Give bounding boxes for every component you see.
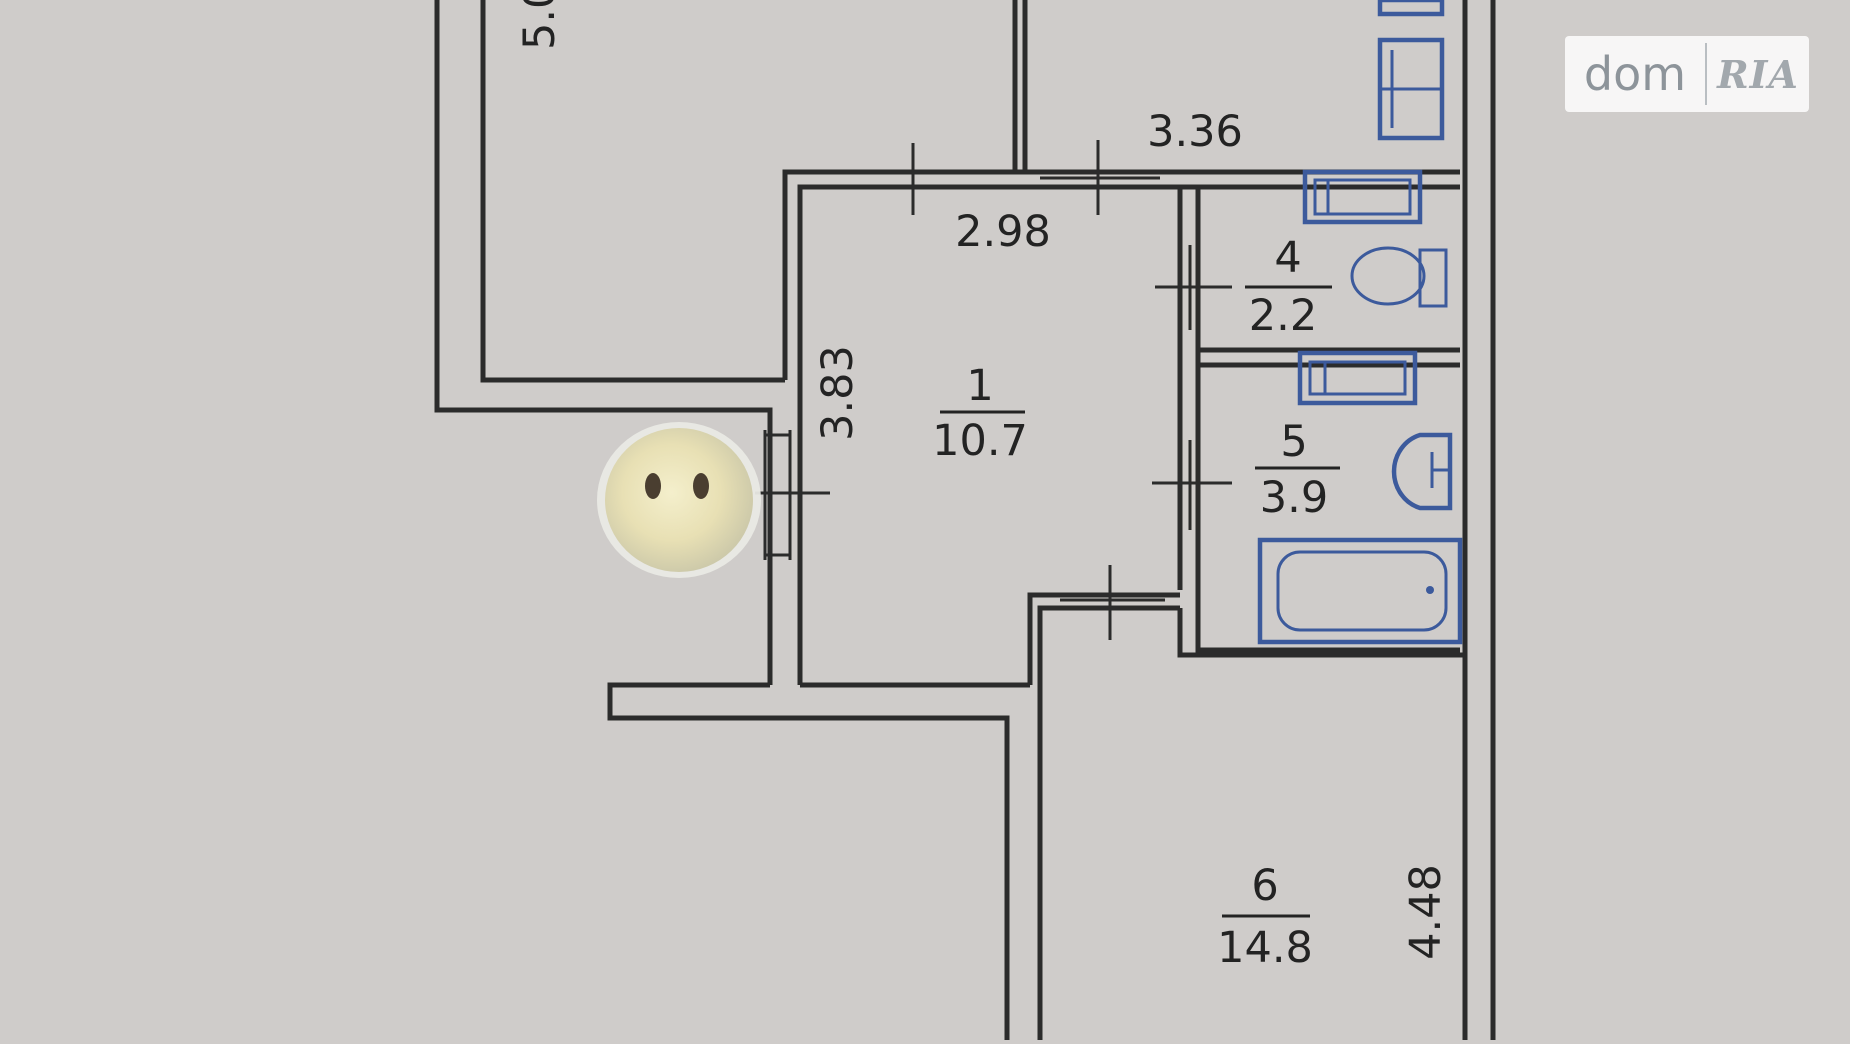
dimension-labels: 3.36 2.98 3.83 4.48 5.0 [515,0,1451,960]
room-label-6: 6 14.8 [1217,861,1313,973]
room-label-4: 4 2.2 [1245,233,1332,341]
dim-hall-width: 2.98 [955,207,1051,257]
dim-room6-length: 4.48 [1401,864,1451,960]
face-sticker-icon [597,422,761,578]
wall-hall-top-outer [782,169,1460,380]
room-area: 10.7 [932,416,1028,466]
door-marks [755,140,1232,640]
watermark-divider [1705,43,1707,105]
wall-hall-bottom [607,682,1010,1040]
wall-room6-left [1027,592,1180,685]
room-number: 5 [1280,417,1307,467]
brand-watermark: dom RIA [1565,36,1809,112]
wall-hall-top-inner [797,184,1183,685]
dim-width-top: 3.36 [1147,107,1243,157]
fixtures [1257,0,1463,645]
room-number: 4 [1274,233,1301,283]
watermark-dom-text: dom [1583,47,1687,101]
toilet-icon [1350,246,1448,308]
wall-wc-left [1195,187,1460,653]
room-label-5: 5 3.9 [1255,417,1340,523]
dim-hall-length: 3.83 [813,345,863,441]
dim-room-left-cut: 5.0 [515,0,565,50]
washbasin-icon [1391,432,1453,511]
room-area: 14.8 [1217,923,1313,973]
cabinet-icon [1377,0,1445,141]
room-number: 6 [1251,861,1278,911]
room-area: 3.9 [1260,473,1328,523]
watermark-ria-logo: RIA [1717,51,1799,97]
walls [434,0,1496,1040]
bathtub-icon [1257,537,1463,645]
room-labels: 1 10.7 4 2.2 5 3.9 6 14.8 [932,233,1340,973]
wall-room6-left-inner [1037,605,1180,1040]
wall-upper-left-room-outer [434,0,773,685]
toilet-cistern-icon [1302,169,1423,225]
room-number: 1 [966,361,993,411]
sink-cabinet-icon [1297,350,1418,406]
room-area: 2.2 [1249,291,1317,341]
room-label-1: 1 10.7 [932,361,1028,466]
wall-upper-left-room-inner [480,0,785,383]
wall-room6-top [1177,608,1465,658]
